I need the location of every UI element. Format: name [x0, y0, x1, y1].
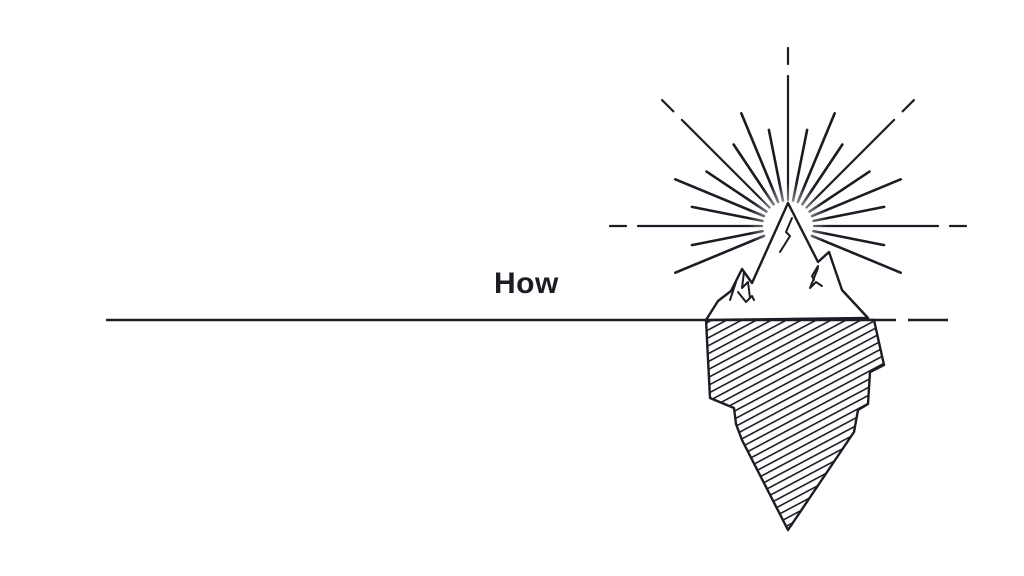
- sun-ray-dash: [660, 98, 675, 113]
- sun-ray: [810, 178, 903, 218]
- iceberg-tip: [704, 201, 870, 322]
- iceberg-underwater: [704, 318, 886, 532]
- sun-ray: [805, 118, 896, 209]
- sun-ray: [673, 234, 766, 275]
- slide-heading: How: [494, 267, 559, 300]
- ice-cracks: [729, 217, 823, 303]
- sun-ray: [680, 118, 771, 209]
- sun-ray: [673, 178, 766, 218]
- sun-ray-dash: [901, 98, 916, 113]
- sun-ray: [810, 234, 903, 275]
